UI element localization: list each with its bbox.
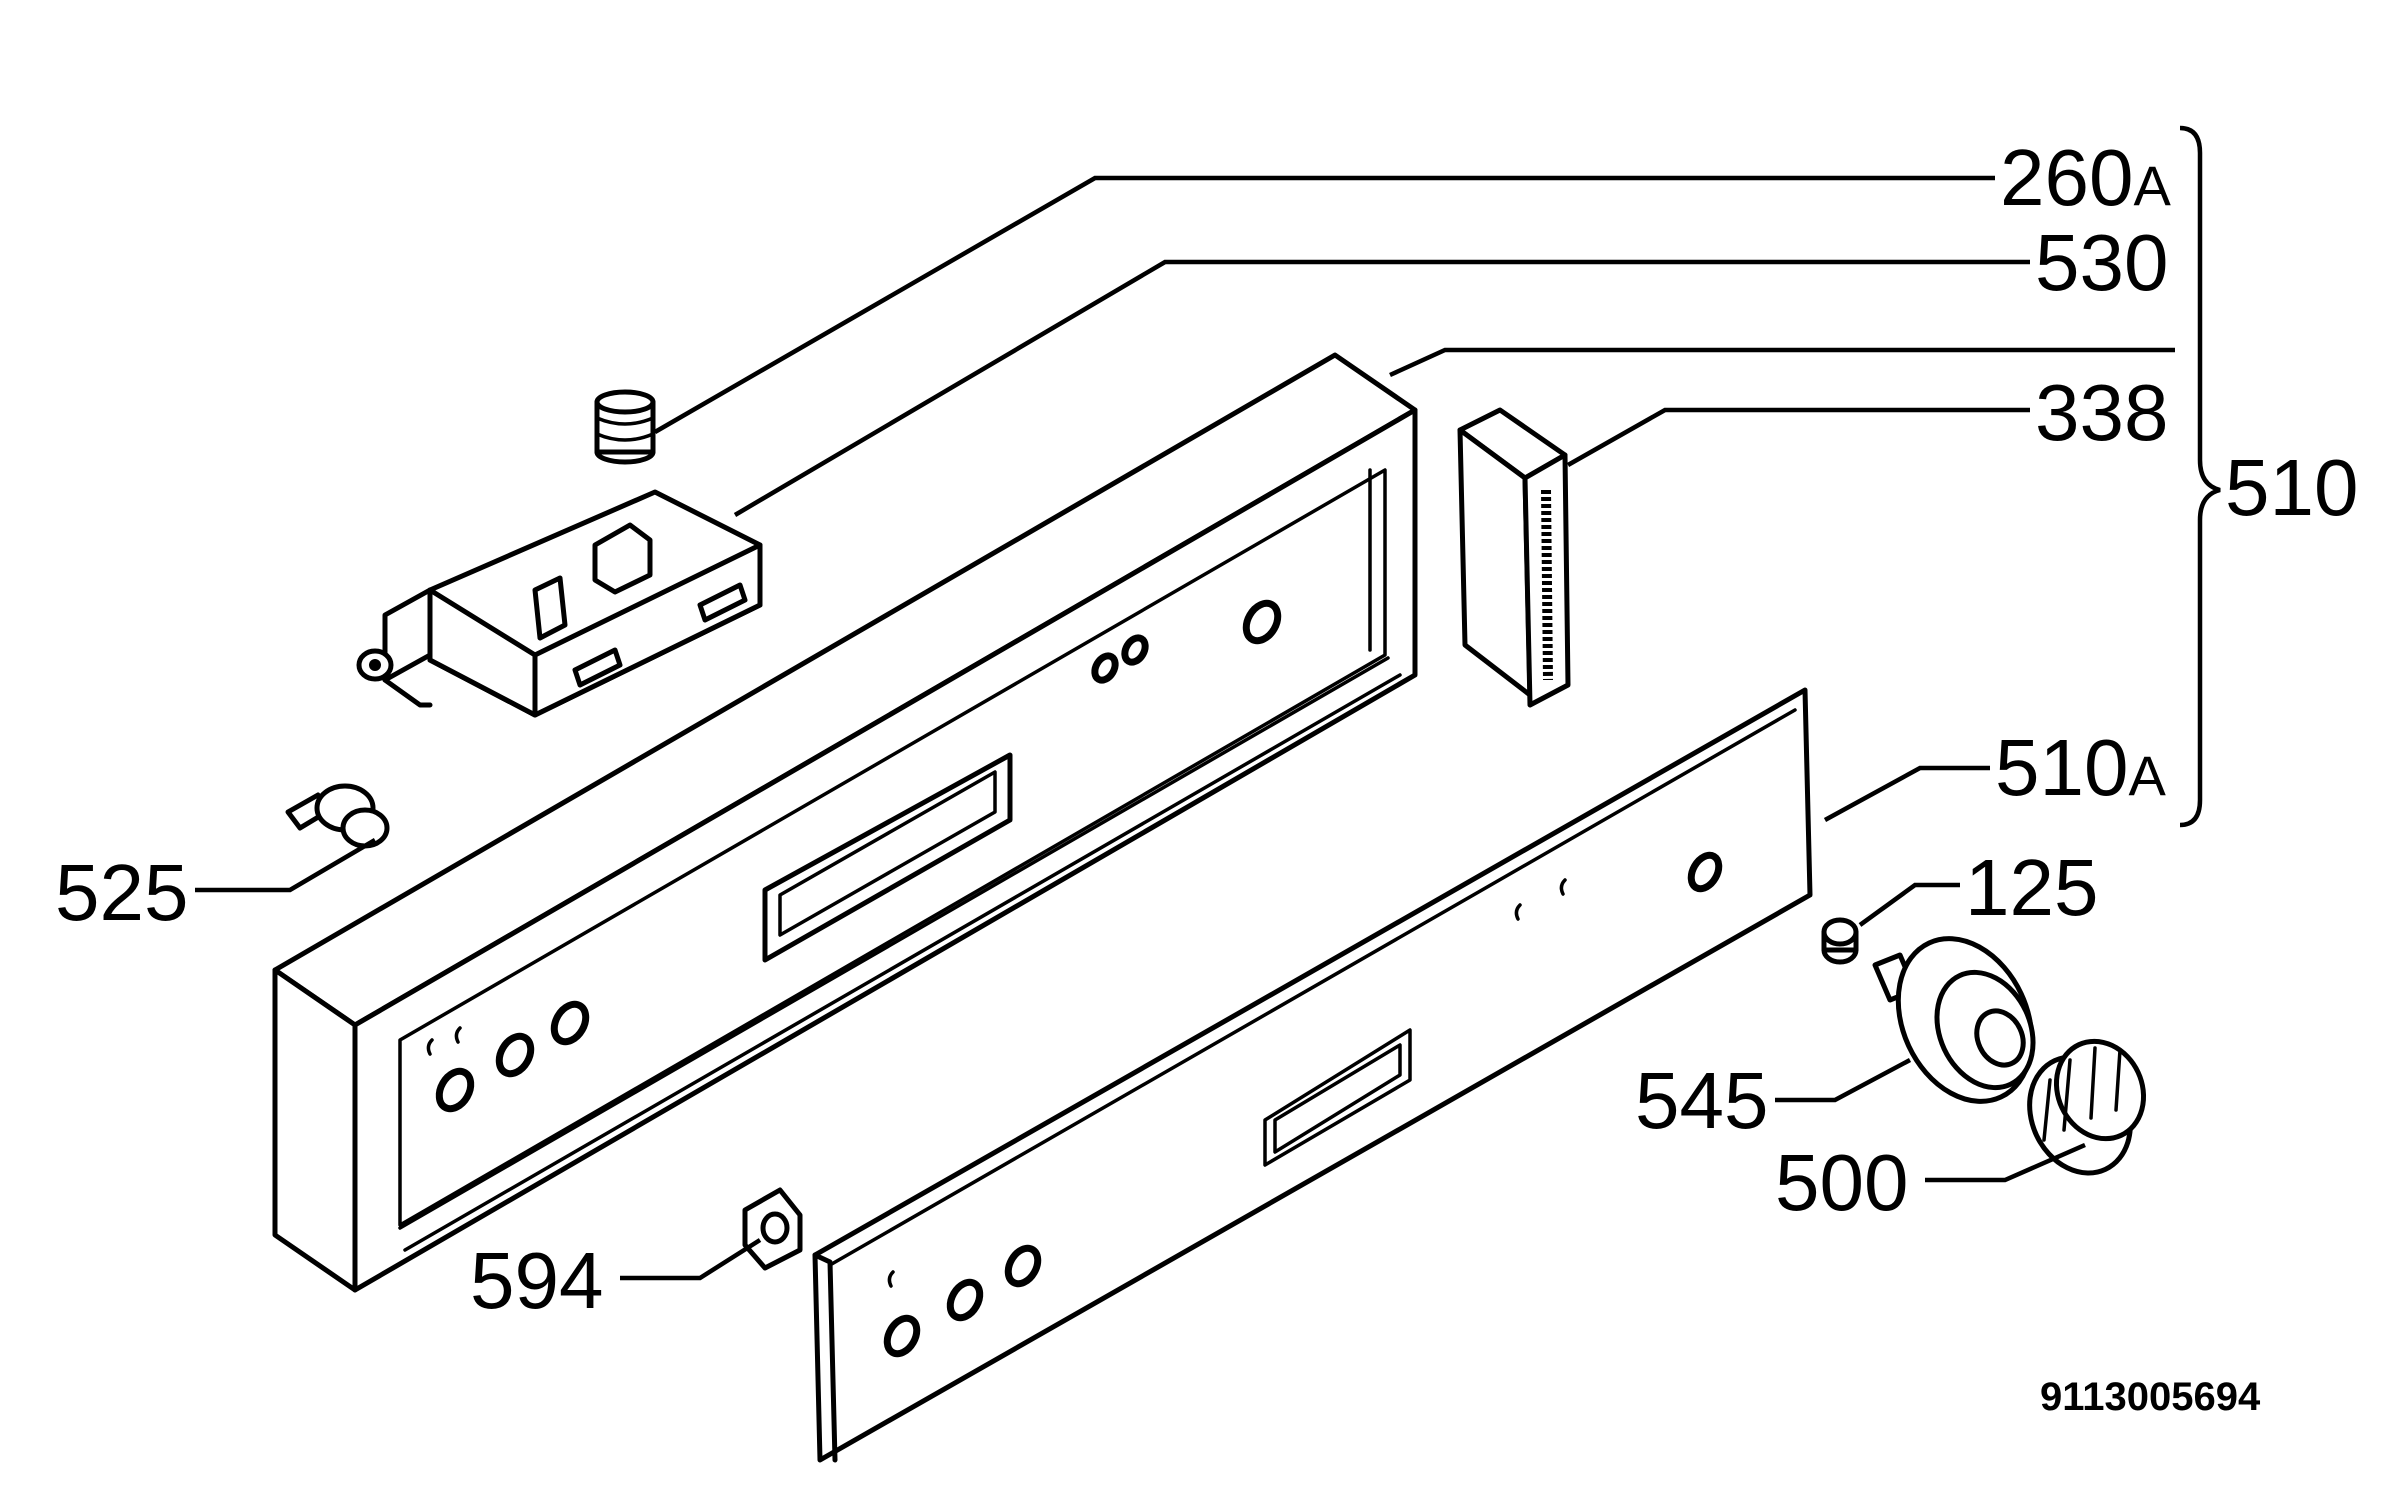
callout-594: 594: [470, 1236, 603, 1325]
document-number: 9113005694: [2040, 1375, 2261, 1419]
callout-labels: 260A 530 338 510 510A 125 525 545 500 59…: [55, 133, 2358, 1419]
callout-510A: 510A: [1995, 723, 2166, 812]
threaded-insert: [594, 389, 656, 465]
leader-lines: [195, 125, 2221, 1281]
callout-338: 338: [2035, 368, 2168, 457]
end-cap: [1457, 407, 1571, 708]
callout-500: 500: [1775, 1138, 1908, 1227]
front-fascia-panel: [812, 687, 1813, 1463]
callout-260A: 260A: [2000, 133, 2171, 222]
fixing-clip: [742, 1187, 803, 1271]
indicator-lamp: [285, 783, 390, 849]
callout-525: 525: [55, 848, 188, 937]
switch-spindle: [1872, 936, 2036, 1104]
callout-125: 125: [1965, 843, 2098, 932]
callout-510: 510: [2225, 443, 2358, 532]
callout-530: 530: [2035, 218, 2168, 307]
switch-bracket: [356, 489, 763, 718]
knob-bush: [1821, 917, 1859, 965]
control-knob: [2027, 1038, 2147, 1176]
callout-545: 545: [1635, 1056, 1768, 1145]
upper-control-panel: [272, 352, 1418, 1293]
